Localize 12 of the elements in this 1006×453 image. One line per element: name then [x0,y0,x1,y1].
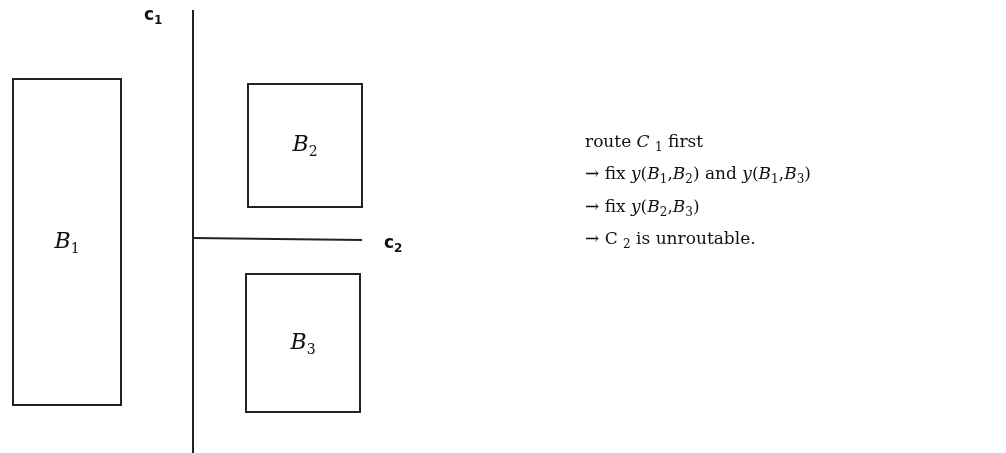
block-box [247,83,363,208]
block-box [245,273,361,413]
note-line: → fix y(B$_{2}$,B$_{3}$) [585,194,701,222]
note-line: route C $_{1}$ first [585,130,705,157]
block-label: B$_{1}$ [54,227,80,257]
wire-label: c$_{2}$ [384,232,403,256]
note-line: → fix y(B$_{1}$,B$_{2}$) and y(B$_{1}$,B$_{3}$) [585,162,811,189]
block-label: B$_{3}$ [290,328,316,358]
block-label: B$_{2}$ [292,131,318,160]
wire-label: c$_{1}$ [144,4,163,28]
block-box [12,78,122,406]
note-line: → C $_{2}$ is unroutable. [585,227,757,254]
